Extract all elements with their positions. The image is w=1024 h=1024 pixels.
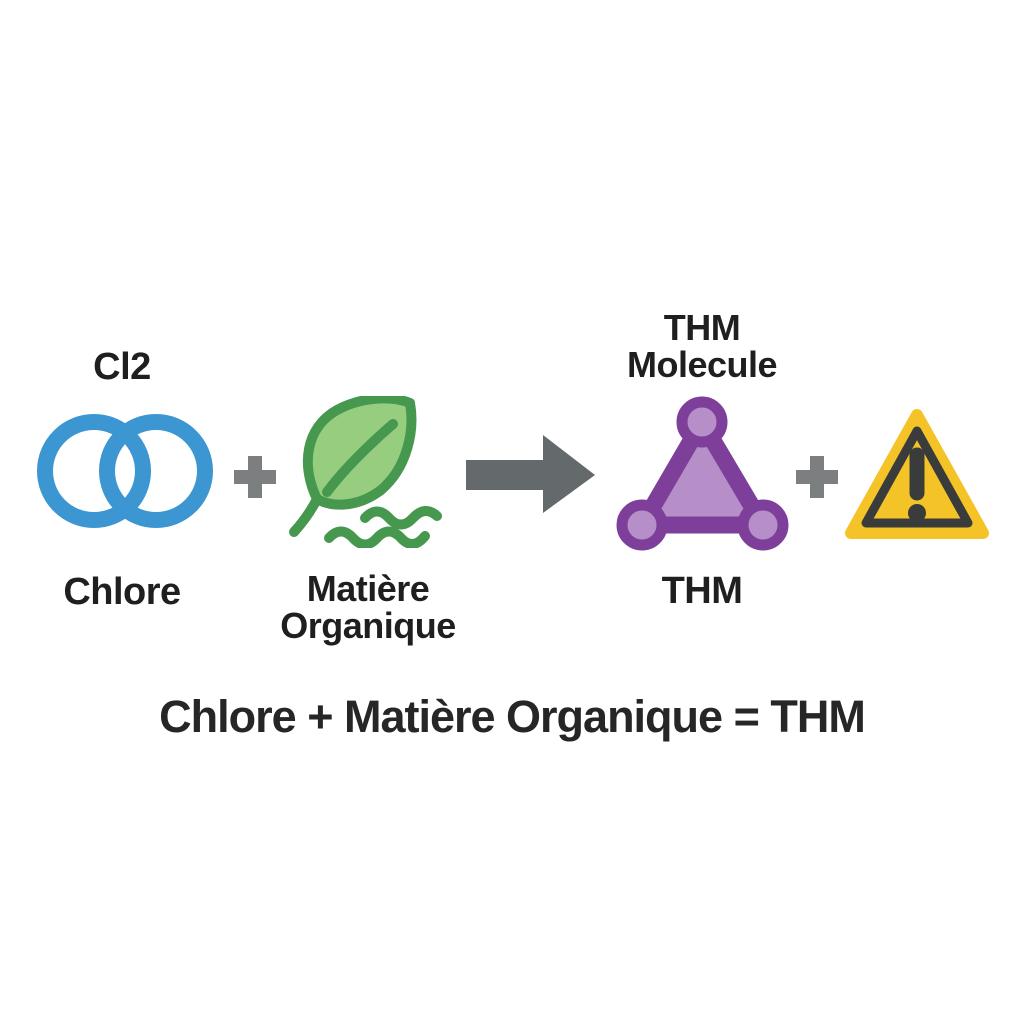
plus-icon xyxy=(232,454,278,505)
warning-triangle-icon xyxy=(842,405,992,548)
cl2-formula-label: Cl2 xyxy=(93,346,151,388)
leaf-with-water-waves-icon xyxy=(285,393,455,553)
arrow-right-icon xyxy=(466,434,596,519)
interlocked-circles-icon xyxy=(36,413,214,534)
matiere-organique-label: Matière Organique xyxy=(258,570,478,644)
thm-molecule-label: THM Molecule xyxy=(602,309,802,383)
matiere-label-line2: Organique xyxy=(280,605,456,646)
reaction-equation: Chlore + Matière Organique = THM xyxy=(159,691,866,742)
thm-molecule-label-line1: THM xyxy=(663,307,741,348)
triangle-molecule-icon xyxy=(615,395,789,560)
thm-label: THM xyxy=(661,570,743,612)
chlore-label: Chlore xyxy=(63,571,181,613)
matiere-label-line1: Matière xyxy=(306,568,430,609)
thm-molecule-label-line2: Molecule xyxy=(626,344,778,385)
plus-icon xyxy=(794,454,840,505)
